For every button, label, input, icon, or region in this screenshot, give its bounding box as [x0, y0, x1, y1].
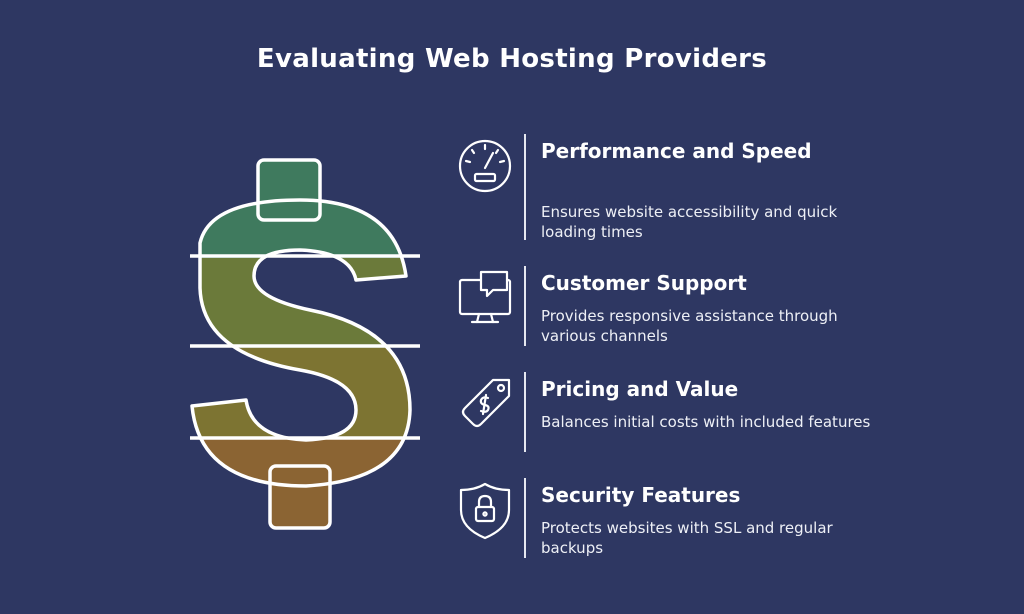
- divider: [524, 266, 526, 346]
- shield-lock-icon: [459, 482, 511, 540]
- dollar-band-2: [192, 258, 410, 348]
- item-description: Ensures website accessibility and quick …: [541, 203, 838, 241]
- divider: [524, 372, 526, 452]
- item-heading: Customer Support: [541, 271, 747, 295]
- item-heading: Security Features: [541, 483, 741, 507]
- speedometer-icon: [458, 139, 512, 193]
- page-title: Evaluating Web Hosting Providers: [256, 44, 768, 74]
- dollar-sign-graphic: [190, 158, 420, 530]
- item-heading: Performance and Speed: [541, 139, 812, 163]
- price-tag-icon: [461, 378, 511, 428]
- item-heading: Pricing and Value: [541, 377, 739, 401]
- item-description: Provides responsive assistance through v…: [541, 307, 838, 345]
- item-description: Protects websites with SSL and regular b…: [541, 519, 833, 557]
- divider: [524, 478, 526, 558]
- dollar-band-1: [192, 160, 410, 258]
- divider: [524, 134, 526, 240]
- item-description: Balances initial costs with included fea…: [541, 413, 871, 431]
- monitor-chat-icon: [458, 270, 512, 324]
